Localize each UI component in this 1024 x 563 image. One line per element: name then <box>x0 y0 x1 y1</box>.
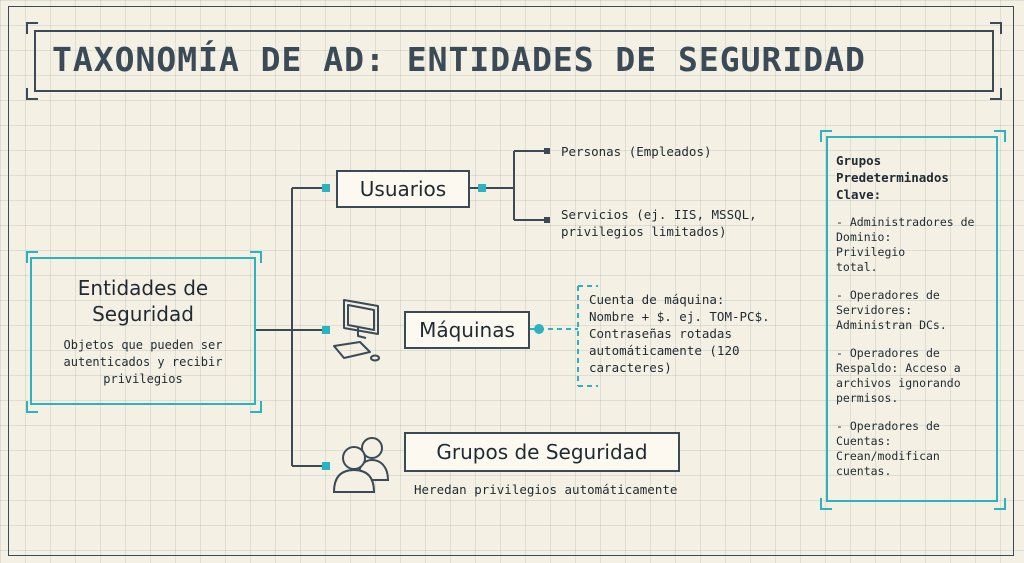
entity-corner-tr <box>250 251 262 263</box>
title-corner-br <box>990 88 1002 100</box>
entity-title-line2: Seguridad <box>92 302 194 326</box>
panel-item-backup-operators: - Operadores de Respaldo: Acceso a archi… <box>836 346 961 405</box>
entity-desc-line1: Objetos que pueden ser <box>63 338 223 352</box>
panel-item-account-operators: - Operadores de Cuentas: Crean/modifican… <box>836 419 940 478</box>
entity-title-line1: Entidades de <box>77 276 209 300</box>
entity-title: Entidades de Seguridad <box>32 275 254 327</box>
maquinas-node: Máquinas <box>404 311 530 349</box>
entity-corner-br <box>250 401 262 413</box>
entity-description: Objetos que pueden ser autenticados y re… <box>32 337 254 388</box>
computer-icon <box>333 299 380 362</box>
panel-corner-br <box>994 498 1006 510</box>
grupos-desc: Heredan privilegios automáticamente <box>414 482 678 497</box>
entity-desc-line2: autenticados y recibir <box>63 355 223 369</box>
entity-corner-bl <box>26 401 38 413</box>
panel-item-server-operators: - Operadores de Servidores: Administran … <box>836 288 947 332</box>
maquinas-desc: Cuenta de máquina: Nombre + $. ej. TOM-P… <box>589 291 770 376</box>
bullet-servicios <box>544 217 550 223</box>
default-groups-panel: Grupos Predeterminados Clave: - Administ… <box>826 136 998 502</box>
usuarios-node: Usuarios <box>336 170 470 208</box>
panel-corner-bl <box>820 498 832 510</box>
connector-dot-usuarios <box>322 184 330 192</box>
maquinas-desc-line3: Contraseñas rotadas <box>589 326 732 341</box>
maquinas-desc-line1: Cuenta de máquina: <box>589 292 725 307</box>
title-corner-bl <box>26 88 38 100</box>
maquinas-desc-line4: automáticamente (120 <box>589 343 740 358</box>
title-corner-tr <box>990 22 1002 34</box>
connector-dot-grupos <box>322 462 330 470</box>
panel-corner-tl <box>820 130 832 142</box>
panel-title: Grupos Predeterminados Clave: <box>836 153 949 202</box>
maquinas-desc-line2: Nombre + $. ej. TOM-PC$. <box>589 309 770 324</box>
users-icon <box>332 437 390 493</box>
connector-dot-maquinas <box>322 326 330 334</box>
maquinas-desc-line5: caracteres) <box>589 360 672 375</box>
connector-dot-maquinas-out <box>534 324 544 334</box>
panel-item-domain-admins: - Administradores de Dominio: Privilegio… <box>836 215 975 274</box>
title-box: TAXONOMÍA DE AD: ENTIDADES DE SEGURIDAD <box>34 30 994 92</box>
bullet-personas <box>544 148 550 154</box>
entity-desc-line3: privilegios <box>103 372 183 386</box>
outer-frame <box>8 6 1014 556</box>
entity-box: Entidades de Seguridad Objetos que puede… <box>30 257 256 405</box>
grupos-node: Grupos de Seguridad <box>404 432 680 472</box>
page-title: TAXONOMÍA DE AD: ENTIDADES DE SEGURIDAD <box>52 40 866 79</box>
connector-dot-usuarios-out <box>478 184 486 192</box>
servicios-label-line2: privilegios limitados) <box>561 224 727 239</box>
personas-label: Personas (Empleados) <box>561 144 712 159</box>
title-corner-tl <box>26 22 38 34</box>
servicios-label-line1: Servicios (ej. IIS, MSSQL, <box>561 207 757 222</box>
entity-corner-tl <box>26 251 38 263</box>
panel-corner-tr <box>994 130 1006 142</box>
